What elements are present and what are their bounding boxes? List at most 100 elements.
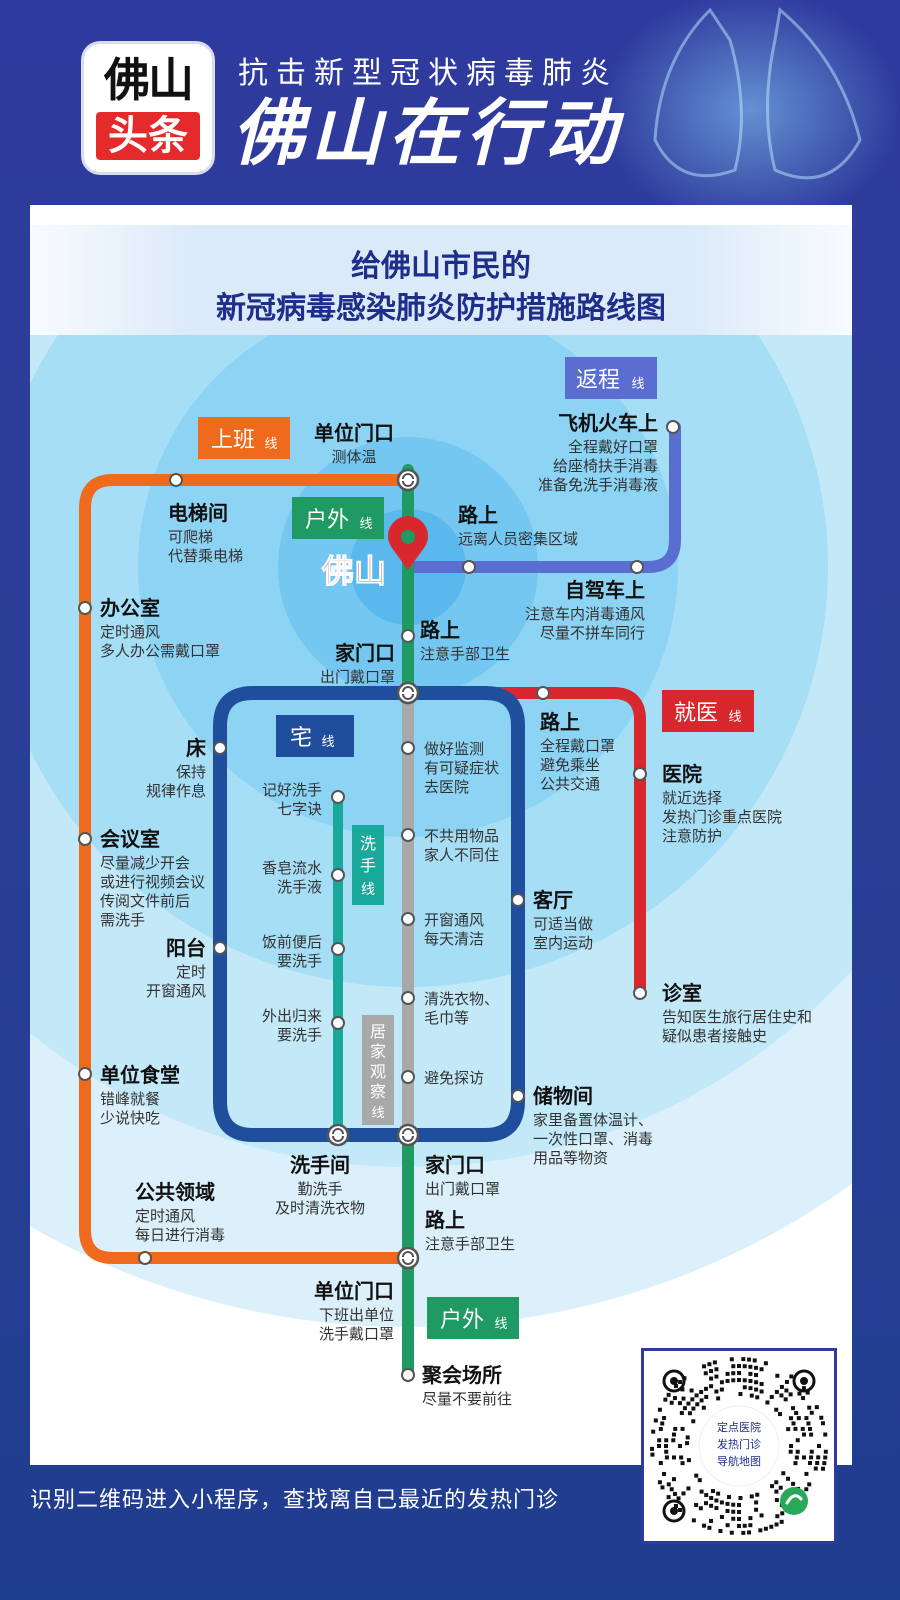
station-note: 注意车内消毒通风 (525, 605, 645, 623)
station-title: 单位门口 (314, 421, 394, 445)
station-title: 医院 (662, 762, 702, 786)
tag-shangban-suffix: 线 (264, 437, 277, 452)
station-note: 规律作息 (146, 782, 206, 800)
miniprogram-icon (780, 1487, 808, 1515)
station: 办公室定时通风多人办公需戴口罩 (100, 596, 220, 660)
card-title-line2: 新冠病毒感染肺炎防护措施路线图 (216, 291, 666, 326)
observe-steps: 做好监测有可疑症状去医院不共用物品家人不同住开窗通风每天清洁清洗衣物、毛巾等避免… (424, 740, 499, 1087)
observe-step-line: 做好监测 (424, 740, 484, 758)
wash-step: 饭前便后要洗手 (262, 933, 322, 970)
tag-xishou-char0: 洗 (360, 834, 376, 853)
station-note: 洗手戴口罩 (319, 1325, 394, 1343)
qr-center-line3: 导航地图 (717, 1454, 761, 1468)
station-title: 公共领域 (135, 1180, 215, 1204)
station-note: 远离人员密集区域 (458, 530, 578, 548)
wash-step-line: 要洗手 (277, 952, 322, 970)
station-note: 注意防护 (662, 827, 722, 845)
station-title: 客厅 (532, 888, 573, 912)
tag-huwai-bottom-suffix: 线 (494, 1317, 507, 1332)
station-note: 注意手部卫生 (425, 1235, 515, 1253)
station-title: 阳台 (166, 936, 206, 960)
zhai-line (213, 686, 525, 1142)
tag-shangban-main: 上班 (211, 428, 255, 453)
station-note: 室内运动 (533, 934, 593, 952)
wash-step: 外出归来要洗手 (262, 1007, 322, 1044)
footer-text: 识别二维码进入小程序，查找离自己最近的发热门诊 (30, 1488, 560, 1513)
station-note: 多人办公需戴口罩 (100, 642, 220, 660)
tag-xishou-char2: 线 (361, 882, 375, 898)
station-note: 保持 (176, 763, 206, 781)
station-note: 开窗通风 (146, 982, 206, 1000)
wash-step-line: 香皂流水 (262, 859, 322, 877)
logo-line2: 头条 (96, 112, 200, 160)
tag-shangban: 上班 线 (198, 417, 290, 459)
wash-step-line: 记好洗手 (262, 781, 322, 799)
station: 家门口出门戴口罩 (320, 641, 395, 686)
station-note: 可爬梯 (168, 528, 213, 546)
station-title: 飞机火车上 (558, 411, 658, 435)
station: 洗手间勤洗手及时清洗衣物 (275, 1153, 365, 1217)
tag-jiuyi-main: 就医 (674, 701, 718, 726)
station-note: 避免乘坐 (540, 756, 600, 774)
station-note: 用品等物资 (533, 1149, 608, 1167)
station: 客厅可适当做室内运动 (532, 888, 593, 952)
tag-xishou-char1: 手 (360, 856, 376, 875)
station-note: 注意手部卫生 (420, 645, 510, 663)
observe-step-line: 家人不同住 (424, 846, 499, 864)
station-title: 单位食堂 (100, 1063, 180, 1087)
station-title: 路上 (540, 710, 580, 734)
station-note: 一次性口罩、消毒 (533, 1130, 653, 1148)
station-title: 储物间 (533, 1084, 593, 1108)
tag-jiuyi-suffix: 线 (728, 710, 741, 725)
logo: 佛山 头条 (84, 44, 212, 172)
route-map: 佛山 返程 线 上班 线 户外 线 就医 线 (30, 335, 852, 1408)
station-title: 家门口 (425, 1153, 485, 1177)
tag-xishou: 洗 手 线 (352, 825, 384, 905)
station-title: 聚会场所 (421, 1363, 502, 1387)
tag-fancheng-suffix: 线 (631, 377, 644, 392)
station: 公共领域定时通风每日进行消毒 (135, 1180, 225, 1244)
tag-jujia-char0: 居 (370, 1022, 386, 1041)
station: 单位门口测体温 (314, 421, 394, 466)
station-note: 需洗手 (100, 911, 145, 929)
station-note: 公共交通 (540, 775, 600, 793)
observe-step: 做好监测有可疑症状去医院 (424, 740, 499, 796)
station-labels: 单位门口测体温 飞机火车上全程戴好口罩给座椅扶手消毒准备免洗手消毒液 电梯间可爬… (100, 411, 812, 1408)
station-note: 发热门诊重点医院 (662, 808, 782, 826)
station: 床保持规律作息 (146, 736, 207, 800)
station-note: 疑似患者接触史 (662, 1027, 767, 1045)
station-note: 出门戴口罩 (320, 668, 395, 686)
station-title: 路上 (458, 503, 498, 527)
station-title: 会议室 (100, 827, 160, 851)
tag-jujia-char3: 察 (370, 1082, 386, 1101)
station-note: 给座椅扶手消毒 (553, 457, 658, 475)
observe-step-line: 避免探访 (424, 1069, 484, 1087)
station-note: 代替乘电梯 (168, 547, 243, 565)
wash-step-line: 要洗手 (277, 1026, 322, 1044)
observe-step: 避免探访 (424, 1069, 484, 1087)
station-note: 错峰就餐 (100, 1090, 160, 1108)
lung-decoration (600, 0, 900, 230)
observe-step-line: 去医院 (424, 778, 469, 796)
wash-step-line: 七字诀 (277, 800, 322, 818)
qr-code-icon: 定点医院 发热门诊 导航地图 (650, 1357, 828, 1535)
fancheng-line (402, 421, 681, 573)
observe-step: 开窗通风每天清洁 (424, 911, 484, 948)
station: 诊室告知医生旅行居住史和疑似患者接触史 (662, 981, 812, 1045)
center-label: 佛山 (321, 552, 386, 590)
station-title: 电梯间 (168, 501, 228, 525)
station-note: 下班出单位 (319, 1306, 394, 1324)
station: 自驾车上注意车内消毒通风尽量不拼车同行 (525, 578, 645, 642)
qr-code[interactable]: 定点医院 发热门诊 导航地图 (641, 1348, 837, 1544)
station: 聚会场所尽量不要前往 (421, 1363, 512, 1408)
station-note: 家里备置体温计、 (533, 1111, 653, 1129)
observe-step-line: 开窗通风 (424, 911, 484, 929)
tag-huwai-bottom-main: 户外 (440, 1308, 484, 1333)
tag-huwai-top: 户外 线 (292, 497, 384, 539)
station-title: 路上 (425, 1208, 465, 1232)
tag-fancheng-main: 返程 (576, 368, 620, 393)
tag-huwai-bottom: 户外 线 (427, 1297, 519, 1339)
observe-step-line: 清洗衣物、 (424, 990, 499, 1008)
station: 路上远离人员密集区域 (458, 503, 578, 548)
location-pin-icon (388, 516, 429, 570)
